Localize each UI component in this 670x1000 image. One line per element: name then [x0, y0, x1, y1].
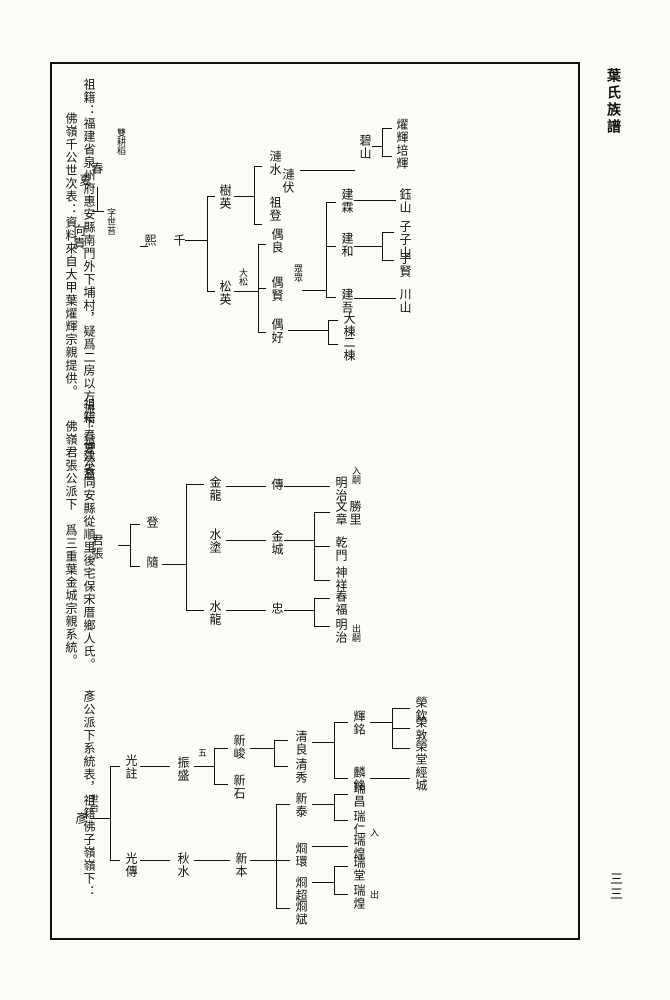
name-xia-children: 雙耕稻 [115, 128, 125, 155]
page-number: 三三 [607, 872, 622, 902]
section-1-note-2: 佛嶺千公世次表：資料來自大甲葉燿輝宗親提供。 [64, 112, 78, 398]
name-bi-shan: 碧山 [358, 134, 372, 160]
section-2-note-1: 祖籍：福建省同安縣從順里後宅保宋厝鄉人氏。 [82, 398, 96, 671]
name-jin-long: 金龍 [208, 476, 222, 502]
name-jiong-bin: 烱斌 [294, 900, 308, 926]
name-lin-ming: 麟銘 [352, 766, 366, 792]
name-hui-ming: 輝銘 [352, 710, 366, 736]
name-zhen-sheng-note: 五 [196, 748, 206, 757]
name-rui-huang-2: 瑞煌 [352, 884, 366, 910]
name-xin-tai: 新泰 [294, 792, 308, 818]
name-ming-zhi-note: 入嗣 [350, 466, 360, 484]
name-qing-liang: 清良 [294, 730, 308, 756]
name-rui-tang: 瑞堂 [352, 856, 366, 882]
name-ming-zhi-2-note: 出嗣 [350, 624, 360, 642]
name-rong-qin: 榮欽 [414, 696, 428, 722]
name-yan-note: 世台 [88, 794, 98, 812]
name-qing-xiu: 清秀 [294, 758, 308, 784]
name-song-ying: 松英 [218, 280, 232, 306]
name-er-dong: 二棟 [342, 336, 356, 362]
name-rui-chang: 瑞昌 [352, 782, 366, 808]
name-zhen-sheng: 振盛 [176, 756, 190, 782]
name-note-shitai: 字世苔 [105, 208, 115, 235]
name-song-ying-note: 大松 [237, 268, 247, 286]
name-qian: 千 [172, 234, 186, 247]
section-3-note-1: 彥公派下系統表，祖籍佛子嶺嶺下： [82, 690, 96, 898]
name-lian-fu: 漣伏 [281, 168, 295, 194]
name-xin-ben: 新本 [234, 852, 248, 878]
name-rui-ren: 瑞仁 [352, 810, 366, 836]
name-ren-shan: 鈺山 [398, 188, 412, 214]
name-ming-zhi: 明治 [334, 476, 348, 502]
name-xi: 熙 [143, 234, 157, 247]
name-xin-shi: 新石 [232, 774, 246, 800]
name-lian-shui: 漣水 [268, 150, 282, 176]
name-ou-hao: 偶好 [270, 318, 284, 344]
page-frame [50, 62, 580, 940]
name-ou-xian-note: 眾眾 [292, 264, 302, 282]
name-rui-huang-2-note: 出 [368, 890, 378, 899]
name-da-dong: 大棟 [342, 312, 356, 338]
name-ming-zhi-2: 明治 [334, 618, 348, 644]
name-chuan: 傳 [270, 478, 284, 491]
section-1-note-1: 祖籍：福建省泉州府惠安縣南門外下埔村，疑爲二房以方派下春夏公裔。 [82, 78, 96, 494]
name-rui-huang: 瑞煌 [352, 834, 366, 860]
name-xia: 夏 [78, 174, 92, 187]
name-deng: 登 [145, 516, 159, 529]
name-zi-xian: 子賢 [398, 252, 412, 278]
name-zhong: 忠 [270, 602, 284, 615]
name-jing-cheng: 經城 [414, 766, 428, 792]
name-jian-wu: 建吾 [340, 288, 354, 314]
name-chun-fu: 春福 [334, 590, 348, 616]
name-shu-ying: 樹英 [218, 184, 232, 210]
name-yan: 彥 [74, 812, 88, 825]
name-shen-xiang: 神祥 [334, 566, 348, 592]
name-zizi-shan: 子子山 [398, 220, 412, 259]
name-shui-long: 水龍 [208, 600, 222, 626]
name-zu-deng: 祖登 [268, 196, 282, 222]
name-sui: 隨 [145, 556, 159, 569]
name-hao-hui: 燿輝 [395, 118, 409, 144]
name-jun-zhang: 君張 [90, 534, 104, 560]
section-2-note-2: 佛嶺君張公派下 爲三重葉金城宗親系統。 [64, 420, 78, 667]
name-qiu-shui: 秋水 [176, 852, 190, 878]
name-wen-zhang: 文章 [334, 500, 348, 526]
name-pei-hui: 培輝 [395, 144, 409, 170]
name-jin-cheng: 金城 [270, 530, 284, 556]
name-guang-chuan: 光傳 [124, 852, 138, 878]
name-rui-huang-note: 入 [368, 828, 378, 837]
name-guang-zhu: 光註 [124, 754, 138, 780]
book-title: 葉氏族譜 [605, 68, 621, 136]
name-rong-tang: 榮堂 [414, 740, 428, 766]
name-ou-liang: 偶良 [270, 228, 284, 254]
name-jian-he: 建和 [340, 232, 354, 258]
name-ou-xian: 偶賢 [270, 276, 284, 302]
name-jiong-huan: 烱環 [294, 842, 308, 868]
name-sheng-li: 勝里 [348, 500, 362, 526]
name-chun: 春 [90, 162, 104, 175]
name-xin-jun: 新峻 [232, 734, 246, 760]
name-rong-dun: 榮敦 [414, 716, 428, 742]
name-shui-tu: 水塗 [208, 528, 222, 554]
name-jiong-chao: 烱超 [294, 876, 308, 902]
name-qian-men: 乾門 [334, 536, 348, 562]
name-xiang-gui: 向貴 [72, 224, 86, 250]
name-jian-lin: 建霖 [340, 188, 354, 214]
name-chuan-shan: 川山 [398, 288, 412, 314]
